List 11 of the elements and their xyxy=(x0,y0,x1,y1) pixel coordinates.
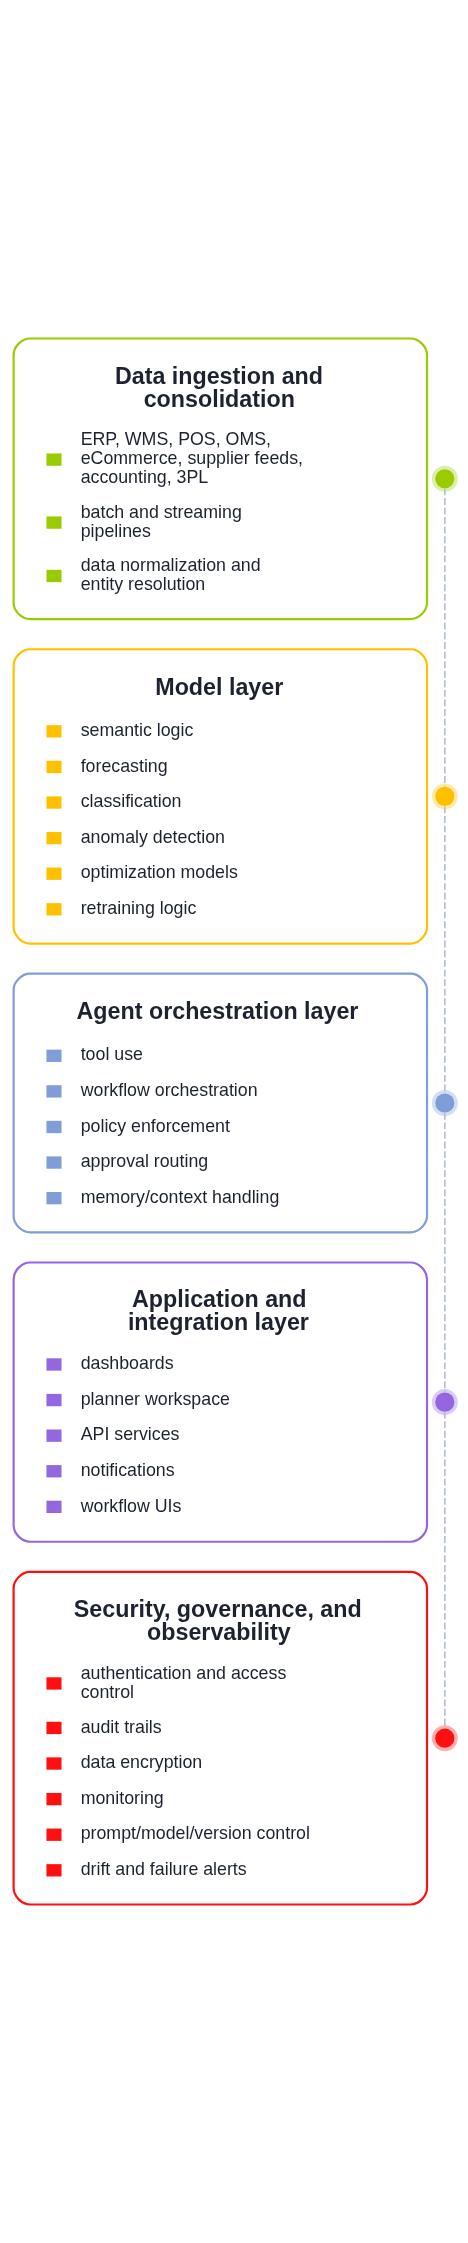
node-circle xyxy=(431,1725,458,1752)
node-box: Security, governance, and observability authentication and access control audit trails data encryption monitoring prompt/model/version control drift and failure alerts xyxy=(12,1570,429,1906)
node-circle xyxy=(431,783,458,810)
node-box: Model layer semantic logic forecasting classification anomaly detection optimization models retraining logic xyxy=(12,648,429,945)
node-box: Application and integration layer dashboards planner workspace API services notifications workflow UIs xyxy=(12,1261,429,1543)
node-circle xyxy=(431,1389,458,1416)
node-box: Data ingestion and consolidation ERP, WMS, POS, OMS, eCommerce, supplier feeds, accounting, 3PL batch and streaming pipelines data normalization and entity resolution xyxy=(12,337,429,621)
node-circle xyxy=(431,465,458,492)
connector xyxy=(444,1112,446,1393)
node-circle xyxy=(431,1090,458,1116)
node-box: Agent orchestration layer tool use workflow orchestration policy enforcement approval routing memory/context handling xyxy=(12,972,429,1234)
